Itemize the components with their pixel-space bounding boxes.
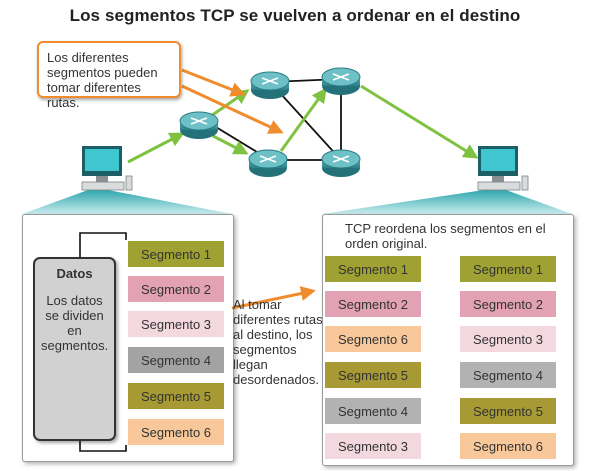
segment-label: Segmento 6 [472,438,544,454]
path-arrows [127,84,479,164]
received-segment: Segmento 4 [325,398,421,424]
segment-label: Segmento 2 [337,296,409,312]
segment-label: Segmento 4 [140,352,212,368]
routes-callout: Los diferentes segmentos pueden tomar di… [37,41,181,110]
source-segment: Segmento 2 [128,276,224,302]
ordered-segment: Segmento 3 [460,326,556,352]
received-segment: Segmento 5 [325,362,421,388]
source-zoom-trapezoid [22,190,232,214]
source-segment: Segmento 5 [128,383,224,409]
received-segment: Segmento 6 [325,326,421,352]
segment-label: Segmento 6 [140,424,212,440]
segment-label: Segmento 4 [337,403,409,419]
segment-label: Segmento 5 [472,403,544,419]
segment-label: Segmento 4 [472,367,544,383]
ordered-segment: Segmento 6 [460,433,556,459]
source-computer-icon [81,146,133,191]
source-segment: Segmento 6 [128,419,224,445]
out-of-order-note: Al tomar diferentes rutas al destino, lo… [233,297,323,387]
received-segment: Segmento 2 [325,291,421,317]
source-segment: Segmento 1 [128,241,224,267]
router-icon [321,149,361,177]
ordered-segment: Segmento 2 [460,291,556,317]
destination-zoom-trapezoid [322,190,572,214]
datos-block: Datos Los datos se dividen en segmentos. [33,257,116,441]
segment-label: Segmento 5 [337,367,409,383]
segment-label: Segmento 6 [337,331,409,347]
segment-label: Segmento 1 [140,246,212,262]
reorder-heading: TCP reordena los segmentos en el orden o… [345,221,546,251]
ordered-segment: Segmento 1 [460,256,556,282]
router-icon [321,67,361,95]
datos-title: Datos [56,266,93,281]
destination-computer-icon [477,146,529,191]
segment-label: Segmento 3 [472,331,544,347]
received-segment: Segmento 1 [325,256,421,282]
router-icon [250,71,290,99]
source-segment: Segmento 3 [128,311,224,337]
received-segment: Segmento 3 [325,433,421,459]
router-icon [248,149,288,177]
segment-label: Segmento 3 [140,316,212,332]
callout-arrows [181,68,284,134]
ordered-segment: Segmento 5 [460,398,556,424]
router-icon [179,111,219,139]
datos-body: Los datos se dividen en segmentos. [41,293,109,353]
ordered-segment: Segmento 4 [460,362,556,388]
segment-label: Segmento 2 [140,281,212,297]
segment-label: Segmento 5 [140,388,212,404]
source-segment: Segmento 4 [128,347,224,373]
segment-label: Segmento 3 [337,438,409,454]
diagram-title: Los segmentos TCP se vuelven a ordenar e… [69,6,521,25]
segment-label: Segmento 1 [472,261,544,277]
segment-label: Segmento 1 [337,261,409,277]
segment-label: Segmento 2 [472,296,544,312]
